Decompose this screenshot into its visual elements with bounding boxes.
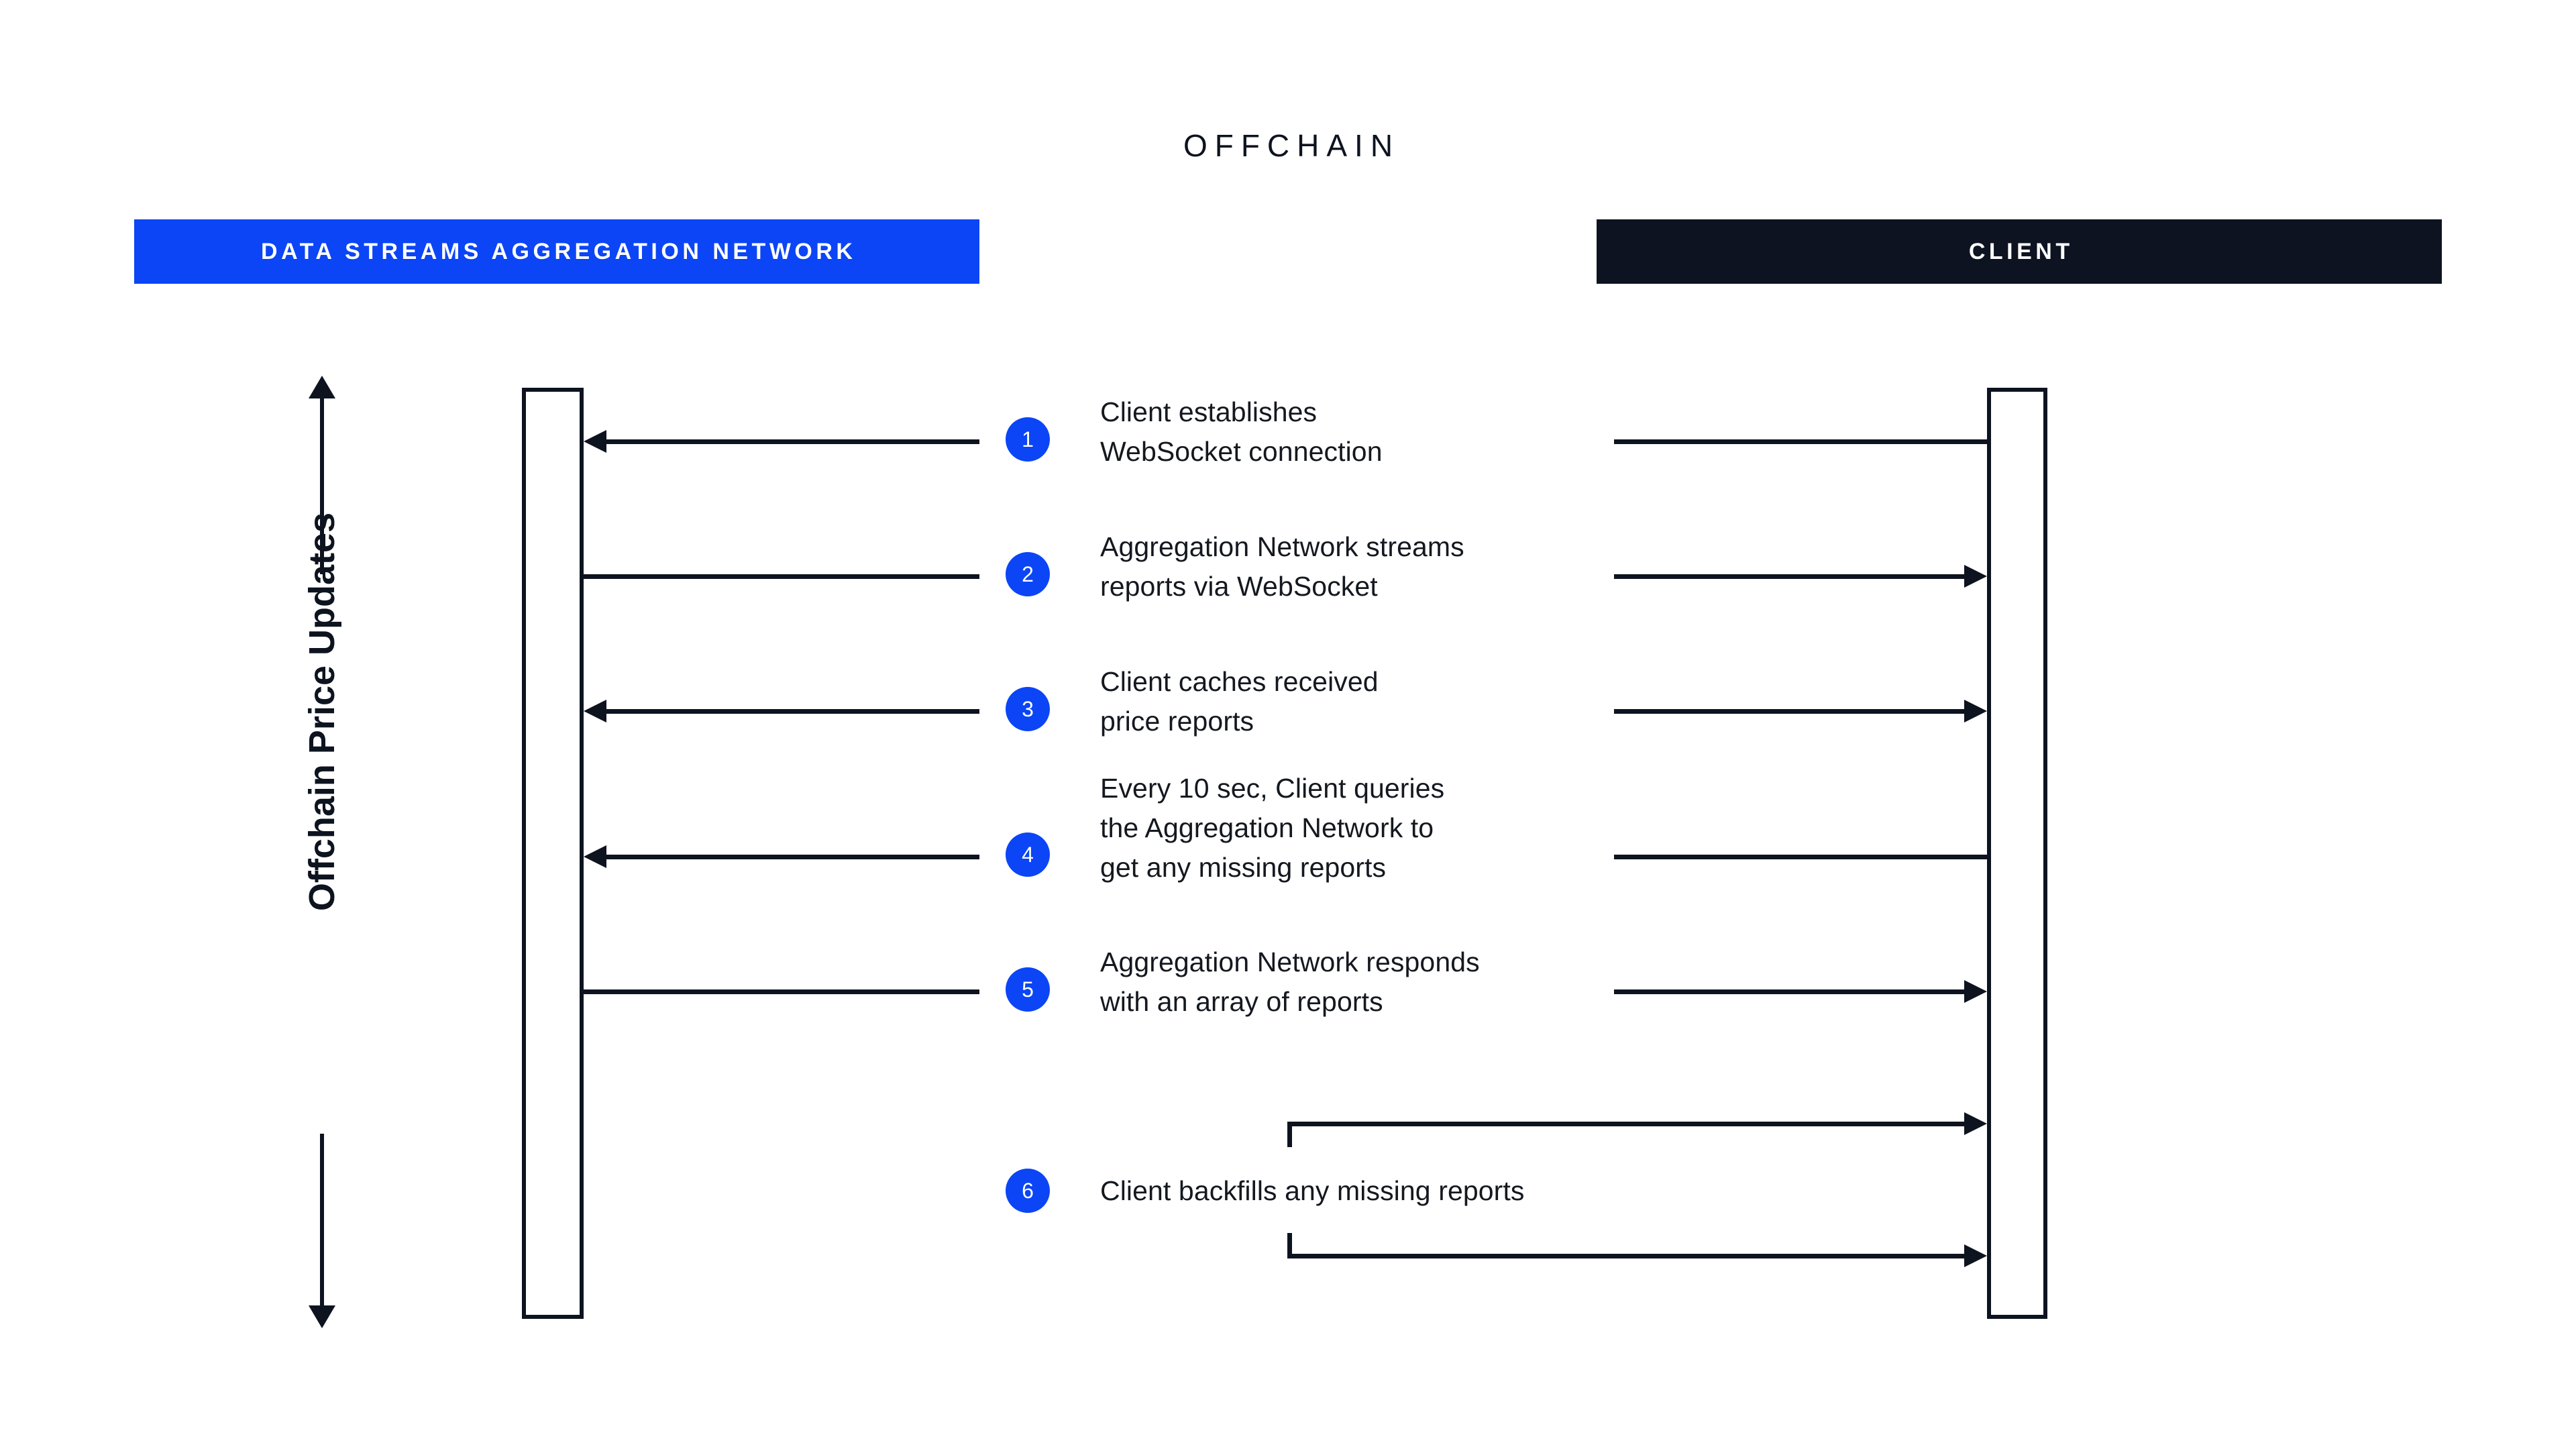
step-text-5: Aggregation Network responds with an arr… bbox=[1100, 947, 1480, 1018]
arrow-right-icon bbox=[1964, 980, 1987, 1003]
arrow-left-icon bbox=[584, 845, 606, 868]
step-text-2: Aggregation Network streams reports via … bbox=[1100, 531, 1464, 602]
axis-line-top bbox=[320, 393, 324, 574]
arrow-right-icon bbox=[1964, 700, 1987, 722]
lane-header-client-label: CLIENT bbox=[1968, 238, 2074, 264]
step-text-6: Client backfills any missing reports bbox=[1100, 1175, 1525, 1206]
message-line-1-right bbox=[1614, 439, 1990, 444]
step-badge-3: 3 bbox=[1006, 687, 1050, 731]
lane-header-aggregation-network-label: DATA STREAMS AGGREGATION NETWORK bbox=[261, 238, 857, 264]
lifeline-client bbox=[1987, 388, 2047, 1319]
message-line-5-left bbox=[584, 989, 979, 994]
message-arrow-4-left bbox=[584, 845, 979, 868]
arrow-down-icon bbox=[309, 1305, 335, 1328]
arrow-right-icon bbox=[1964, 565, 1987, 588]
offchain-price-updates-axis: Offchain Price Updates bbox=[282, 376, 362, 1328]
message-arrow-3-right bbox=[1614, 700, 1987, 722]
message-line-4-right bbox=[1614, 855, 1990, 859]
self-loop-stub-bottom bbox=[1287, 1233, 1292, 1258]
lifeline-aggregation-network bbox=[522, 388, 584, 1319]
step-badge-1: 1 bbox=[1006, 417, 1050, 462]
axis-line-bottom bbox=[320, 1134, 324, 1309]
step-badge-5: 5 bbox=[1006, 967, 1050, 1012]
step-text-4: Every 10 sec, Client queries the Aggrega… bbox=[1100, 773, 1445, 883]
message-arrow-2-right bbox=[1614, 565, 1987, 588]
arrow-right-icon bbox=[1964, 1112, 1987, 1135]
self-loop-line-top bbox=[1287, 1112, 1987, 1135]
message-line-2-left bbox=[584, 574, 979, 579]
step-badge-2: 2 bbox=[1006, 552, 1050, 596]
arrow-left-icon bbox=[584, 700, 606, 722]
arrow-right-icon bbox=[1964, 1244, 1987, 1267]
arrow-left-icon bbox=[584, 430, 606, 453]
lane-header-aggregation-network: DATA STREAMS AGGREGATION NETWORK bbox=[134, 219, 979, 284]
step-badge-4: 4 bbox=[1006, 833, 1050, 877]
vertical-axis-label: Offchain Price Updates bbox=[302, 512, 342, 912]
lane-header-client: CLIENT bbox=[1597, 219, 2442, 284]
step-text-3: Client caches received price reports bbox=[1100, 666, 1379, 737]
message-arrow-1-left bbox=[584, 430, 979, 453]
step-badge-6: 6 bbox=[1006, 1169, 1050, 1213]
message-arrow-5-right bbox=[1614, 980, 1987, 1003]
self-loop-line-bottom bbox=[1287, 1244, 1987, 1267]
message-arrow-3-left bbox=[584, 700, 979, 722]
page-title: OFFCHAIN bbox=[1183, 128, 1401, 163]
self-loop-stub-top bbox=[1287, 1122, 1292, 1147]
step-text-1: Client establishes WebSocket connection bbox=[1100, 396, 1383, 468]
